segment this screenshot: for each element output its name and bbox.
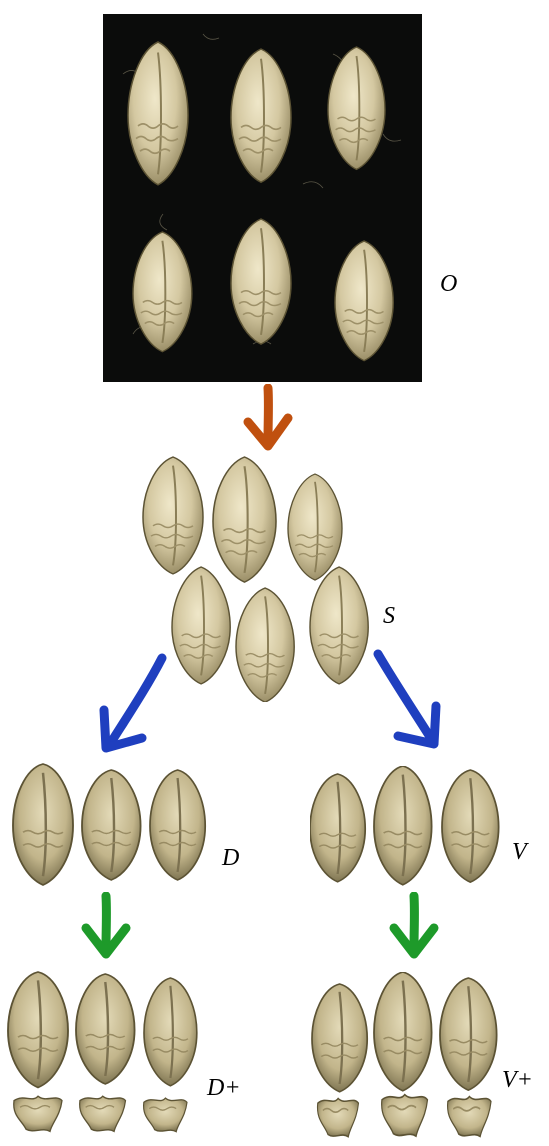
ventral-plus-grains xyxy=(310,972,510,1142)
sampled-grains xyxy=(140,452,380,702)
original-grains xyxy=(103,14,422,382)
down-arrow-icon xyxy=(384,892,444,962)
stage-label-s: S xyxy=(383,604,395,628)
stage-label-d-plus: D+ xyxy=(207,1076,241,1100)
down-arrow-icon xyxy=(76,892,136,962)
stage-label-o: O xyxy=(440,272,457,296)
down-right-arrow-icon xyxy=(370,648,450,753)
dorsal-grains xyxy=(10,762,220,887)
original-photo-panel xyxy=(103,14,422,382)
stage-label-d: D xyxy=(222,846,239,870)
stage-label-v: V xyxy=(512,840,527,864)
down-arrow-icon xyxy=(238,384,298,454)
down-left-arrow-icon xyxy=(92,652,172,757)
stage-label-v-plus: V+ xyxy=(502,1068,533,1092)
ventral-grains xyxy=(310,766,510,886)
dorsal-plus-grains xyxy=(4,970,204,1140)
